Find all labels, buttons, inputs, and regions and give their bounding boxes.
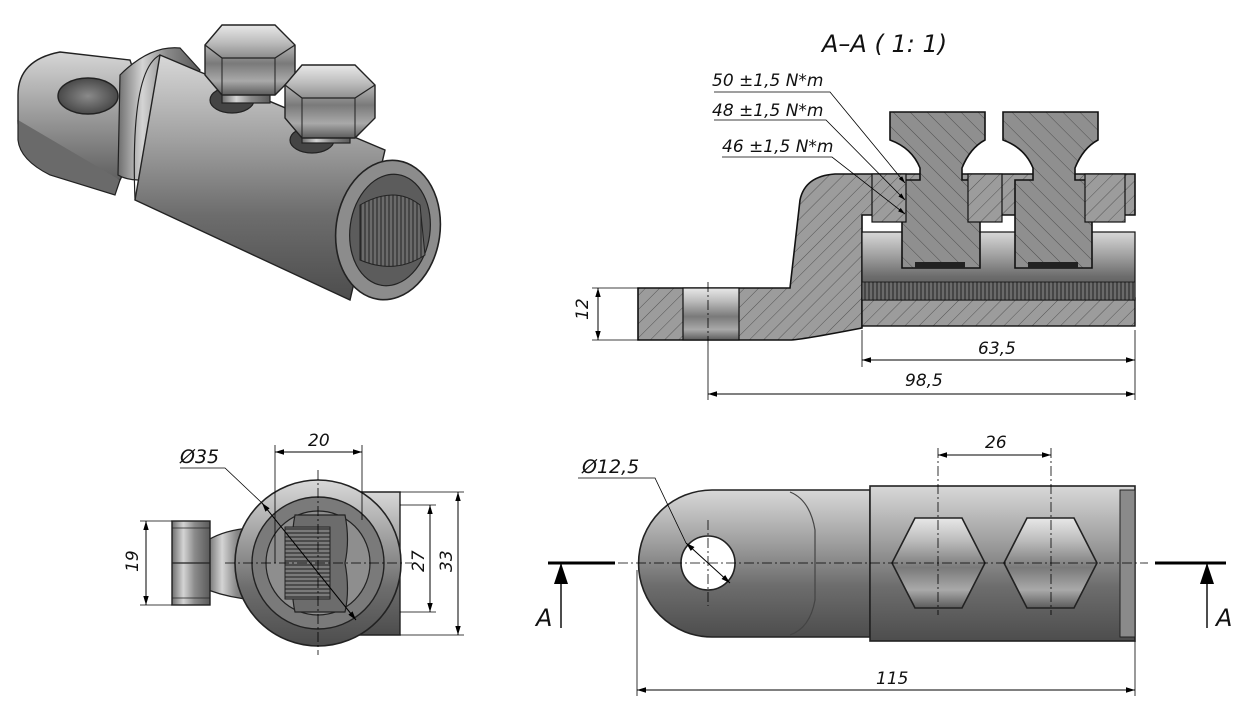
dim-diameter-outer: Ø35 <box>179 446 219 468</box>
top-view: 26 Ø12,5 115 A A <box>534 433 1232 696</box>
dim-width-flats: 20 <box>308 431 330 451</box>
dim-bore-length: 63,5 <box>978 339 1016 359</box>
section-mark-left: A <box>534 561 615 632</box>
section-hole <box>682 287 740 341</box>
dim-bolt-head: 19 <box>123 550 143 572</box>
lug-hole <box>57 77 119 115</box>
dim-bolt-spacing: 26 <box>985 433 1007 453</box>
bolt-1-iso <box>204 24 296 104</box>
dim-thickness: 12 <box>573 298 593 320</box>
dim-hole-diameter: Ø12,5 <box>581 456 639 478</box>
section-view: A–A ( 1: 1) 50 ±1,5 N*m 48 ±1,5 N*m <box>573 30 1136 400</box>
isometric-view <box>17 24 442 301</box>
section-mark-right-label: A <box>1214 604 1232 632</box>
dim-total-length: 115 <box>876 669 908 689</box>
dim-height-outer: 33 <box>437 550 457 572</box>
section-mark-left-label: A <box>534 604 552 632</box>
end-view-bolt-head <box>171 520 211 606</box>
section-bolt-2 <box>1002 111 1126 269</box>
top-view-lug <box>637 489 871 638</box>
torque-label-2: 48 ±1,5 N*m <box>712 101 824 121</box>
torque-label-3: 46 ±1,5 N*m <box>722 137 834 157</box>
end-view: Ø35 20 19 27 33 <box>123 431 464 655</box>
torque-label-1: 50 ±1,5 N*m <box>712 71 824 91</box>
section-title: A–A ( 1: 1) <box>820 30 947 58</box>
bolt-2-iso <box>284 64 376 144</box>
dim-total-length-section: 98,5 <box>905 371 943 391</box>
section-mark-right: A <box>1155 561 1232 632</box>
dim-height-inner: 27 <box>409 550 429 572</box>
